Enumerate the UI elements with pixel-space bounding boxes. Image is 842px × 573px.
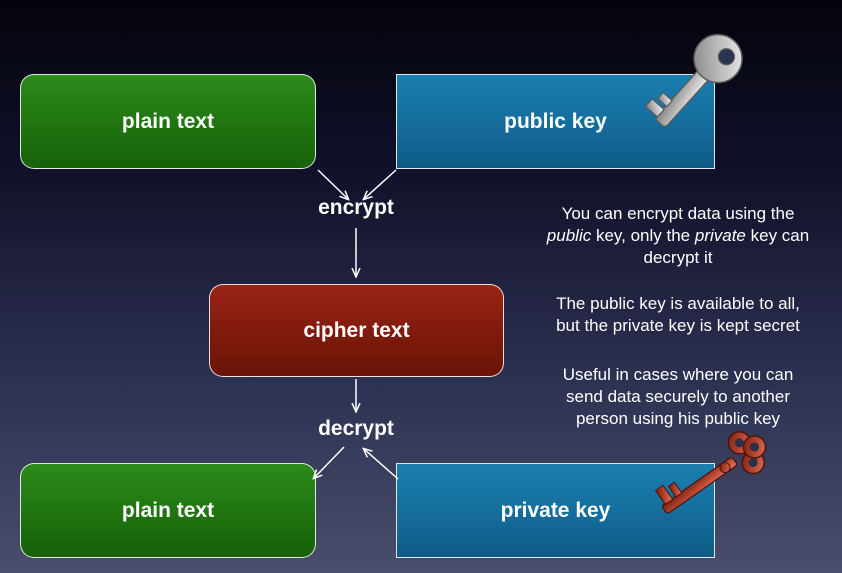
note3-line1: Useful in cases where you can <box>562 365 794 384</box>
arrow-plain-to-encrypt <box>317 169 348 199</box>
note1-line1: You can encrypt data using the <box>561 204 795 223</box>
encrypt-label: encrypt <box>318 196 394 219</box>
note2-line2: but the private key is kept secret <box>556 316 800 335</box>
plain-text-bottom-label: plain text <box>121 498 215 522</box>
private-key-box: private key <box>396 463 715 558</box>
plain-text-box-top: plain text <box>20 74 316 169</box>
note1-private-emphasis: private <box>694 226 746 245</box>
red-key-icon <box>654 431 767 514</box>
arrow-privatekey-to-decrypt <box>364 449 399 480</box>
note3-line2: send data securely to another <box>566 387 790 406</box>
plain-text-top-label: plain text <box>121 109 215 133</box>
note2-line1: The public key is available to all, <box>556 294 800 313</box>
note1-line2: public key, only the private key can <box>520 225 836 247</box>
decrypt-label: decrypt <box>318 417 394 440</box>
private-key-label: private key <box>500 498 611 522</box>
note1-public-emphasis: public <box>546 226 592 245</box>
arrow-decrypt-to-plain <box>314 446 345 478</box>
note-key-availability: The public key is available to all, but … <box>520 293 836 337</box>
cipher-text-box: cipher text <box>209 284 504 377</box>
arrow-publickey-to-encrypt <box>364 169 397 199</box>
silver-key-icon <box>644 33 743 127</box>
note1-line2-end: key can <box>745 226 810 245</box>
plain-text-box-bottom: plain text <box>20 463 316 558</box>
note3-line3: person using his public key <box>575 409 781 428</box>
note1-line2-mid: key, only the <box>591 226 695 245</box>
cipher-text-label: cipher text <box>303 318 410 342</box>
public-key-label: public key <box>504 109 607 133</box>
note-use-case: Useful in cases where you can send data … <box>520 364 836 430</box>
note-encrypt-explanation: You can encrypt data using the public ke… <box>520 203 836 269</box>
note1-line3: decrypt it <box>643 248 713 267</box>
